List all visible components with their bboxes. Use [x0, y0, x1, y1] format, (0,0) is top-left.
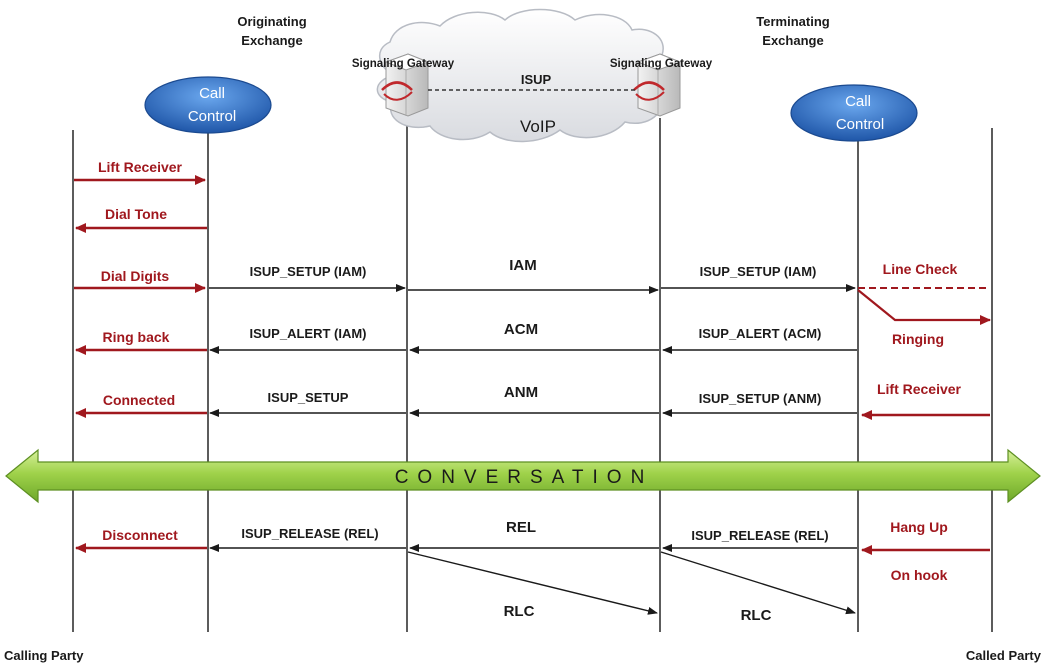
dial-digits-label: Dial Digits: [101, 268, 170, 284]
called-party-signals: Line Check Ringing Lift Receiver Hang Up…: [857, 261, 991, 583]
call-control-right: Call Control: [790, 84, 918, 142]
rlc-right-arrow: [660, 551, 856, 615]
call-control-left-line1: Call: [199, 85, 225, 102]
terminating-header-line1: Terminating: [756, 14, 829, 29]
called-party-label: Called Party: [966, 648, 1042, 663]
terminating-header-line2: Exchange: [762, 33, 823, 48]
gateway-left-icon: [381, 53, 430, 117]
ringing-arrow: [857, 289, 991, 325]
orig-release-label: ISUP_RELEASE (REL): [241, 526, 378, 541]
originating-header-line2: Exchange: [241, 33, 302, 48]
anm-label: ANM: [504, 384, 538, 401]
orig-exchange-messages: ISUP_SETUP (IAM) ISUP_ALERT (IAM) ISUP_S…: [209, 264, 406, 552]
gateway-right-label: Signaling Gateway: [610, 58, 713, 70]
isup-link-label: ISUP: [521, 72, 552, 87]
term-exchange-messages: ISUP_SETUP (IAM) ISUP_ALERT (ACM) ISUP_S…: [661, 264, 857, 552]
call-control-right-line1: Call: [845, 93, 871, 110]
term-alert-label: ISUP_ALERT (ACM): [699, 326, 822, 341]
call-control-left-line2: Control: [188, 108, 236, 125]
voip-label: VoIP: [520, 117, 556, 136]
term-release-label: ISUP_RELEASE (REL): [691, 528, 828, 543]
calling-party-label: Calling Party: [4, 648, 84, 663]
call-control-left: Call Control: [144, 76, 272, 134]
originating-header-line1: Originating: [237, 14, 306, 29]
ringing-label: Ringing: [892, 331, 944, 347]
conversation-bar: CONVERSATION: [5, 448, 1041, 504]
dial-tone-label: Dial Tone: [105, 206, 167, 222]
on-hook-label: On hook: [891, 567, 948, 583]
rlc-right-label: RLC: [741, 607, 772, 624]
acm-label: ACM: [504, 321, 538, 338]
line-check-label: Line Check: [883, 261, 958, 277]
conversation-label: CONVERSATION: [395, 467, 654, 488]
core-messages: IAM ACM ANM REL RLC RLC: [407, 257, 856, 624]
hang-up-label: Hang Up: [890, 519, 948, 535]
ring-back-label: Ring back: [103, 329, 170, 345]
lift-receiver-called-label: Lift Receiver: [877, 381, 962, 397]
lift-receiver-label: Lift Receiver: [98, 159, 183, 175]
term-setup-anm-label: ISUP_SETUP (ANM): [699, 391, 822, 406]
iam-label: IAM: [509, 257, 537, 274]
connected-label: Connected: [103, 392, 175, 408]
disconnect-label: Disconnect: [102, 527, 178, 543]
orig-alert-label: ISUP_ALERT (IAM): [250, 326, 367, 341]
orig-setup2-label: ISUP_SETUP: [268, 390, 349, 405]
calling-party-signals: Lift Receiver Dial Tone Dial Digits Ring…: [74, 159, 207, 553]
gateway-right-icon: [633, 53, 682, 117]
call-control-right-line2: Control: [836, 116, 884, 133]
gateway-left-label: Signaling Gateway: [352, 58, 455, 70]
orig-setup-label: ISUP_SETUP (IAM): [250, 264, 367, 279]
rel-label: REL: [506, 519, 536, 536]
rlc-left-label: RLC: [504, 603, 535, 620]
lifelines: [72, 118, 993, 632]
rlc-left-arrow: [407, 551, 658, 615]
term-setup-label: ISUP_SETUP (IAM): [700, 264, 817, 279]
